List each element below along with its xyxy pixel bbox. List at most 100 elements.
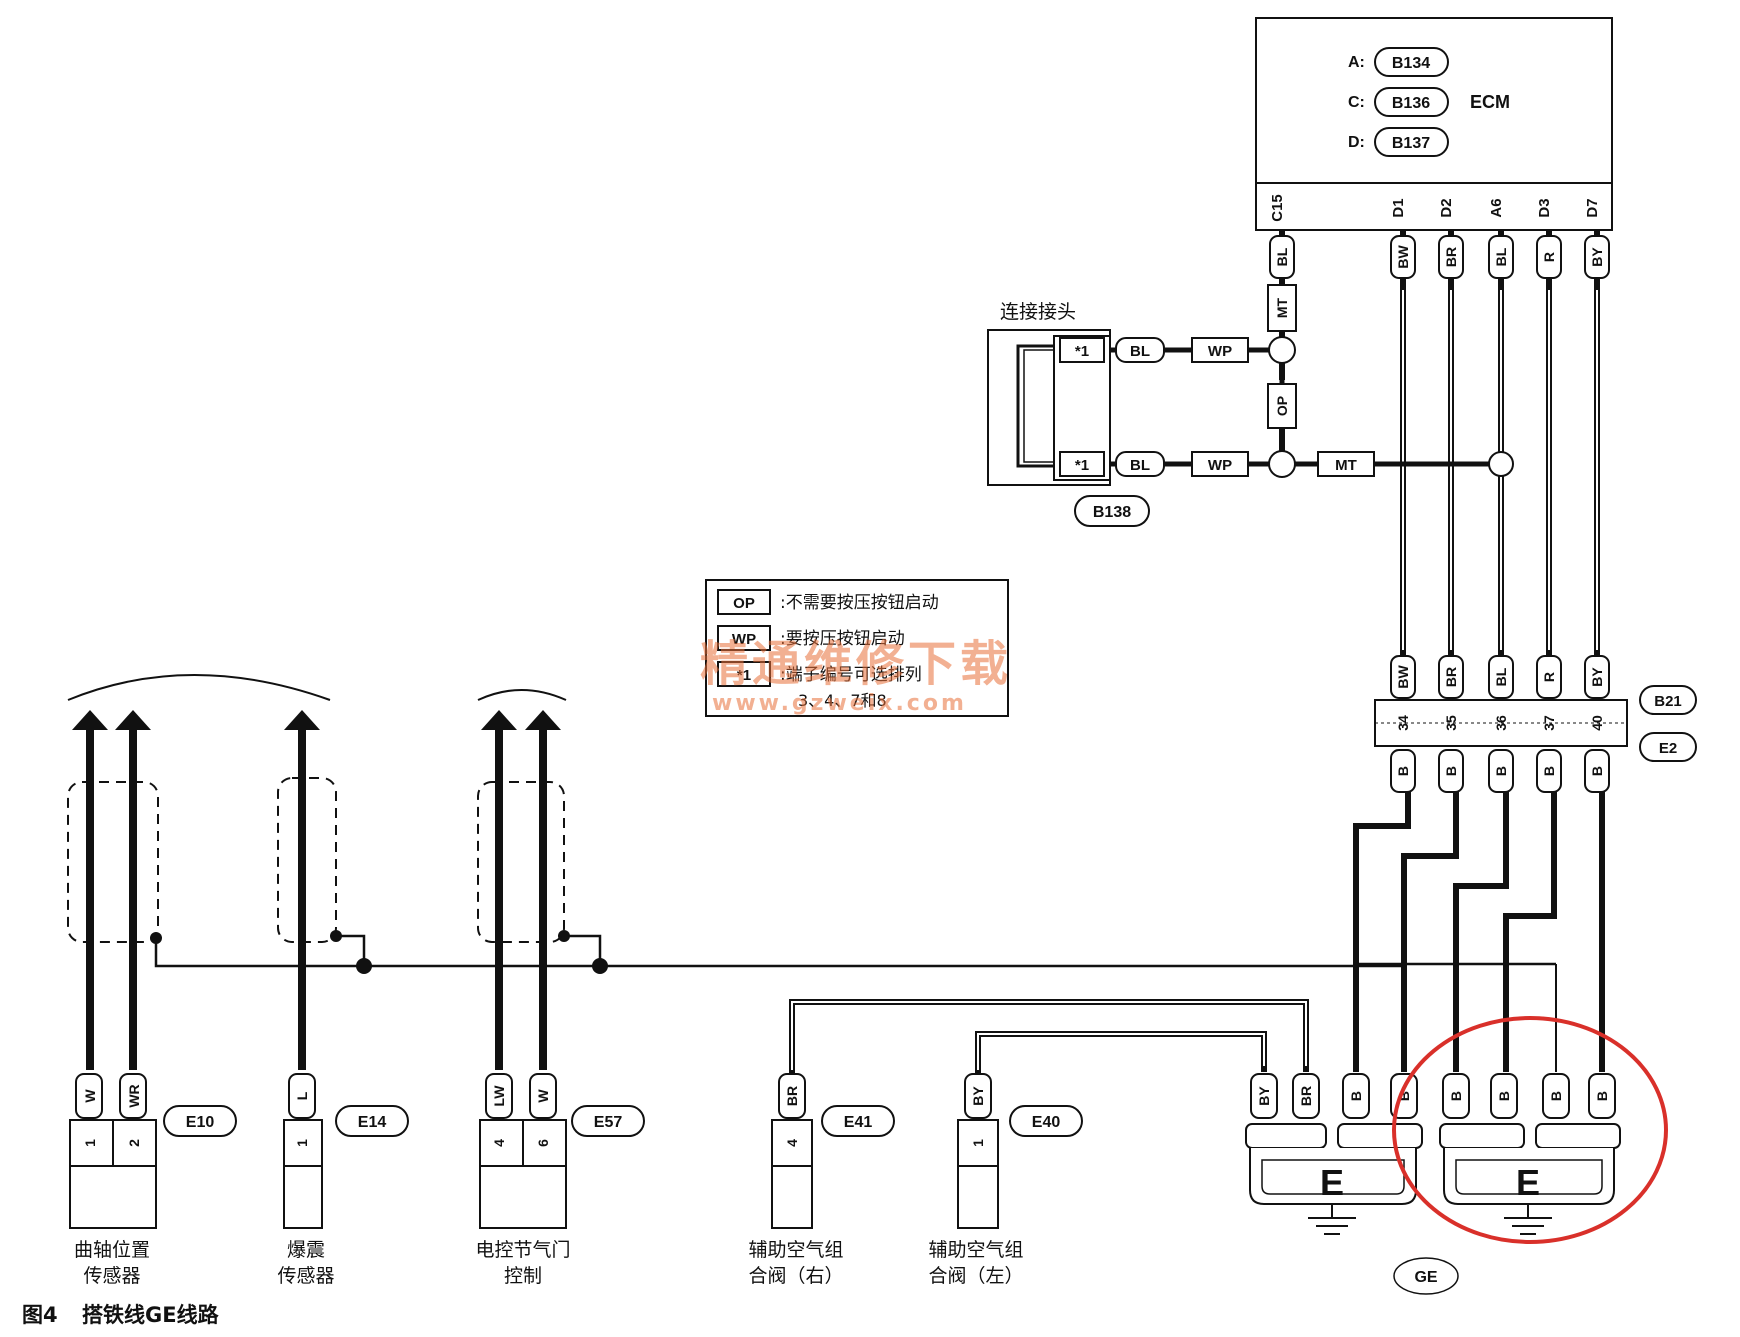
ecm-title: ECM xyxy=(1470,92,1510,112)
wire-badge: BY xyxy=(1584,235,1610,279)
pin-term: A6 xyxy=(1488,198,1505,217)
svg-text:B137: B137 xyxy=(1392,135,1430,152)
svg-text:辅助空气组: 辅助空气组 xyxy=(748,1239,843,1261)
highlight-circle xyxy=(1392,1016,1668,1244)
arrow-up-icon xyxy=(115,710,151,730)
svg-text:*1: *1 xyxy=(737,667,751,684)
svg-text:BL: BL xyxy=(1130,457,1150,474)
svg-text:B: B xyxy=(1594,1091,1610,1101)
svg-text:OP: OP xyxy=(1274,396,1290,416)
svg-text:爆震: 爆震 xyxy=(287,1239,325,1261)
svg-text:BR: BR xyxy=(784,1086,800,1106)
svg-text:WP: WP xyxy=(1208,343,1232,360)
svg-text:合阀（左）: 合阀（左） xyxy=(928,1265,1023,1287)
valve-e40: BY 1 E40 辅助空气组 合阀（左） xyxy=(928,1073,1083,1287)
svg-text:B: B xyxy=(1348,1091,1364,1101)
svg-text::要按压按钮启动: :要按压按钮启动 xyxy=(780,629,905,649)
watermark: 精通维修下载 www.gzweix.com xyxy=(700,636,1008,716)
svg-text:1: 1 xyxy=(82,1139,98,1147)
legend: OP :不需要按压按钮启动 WP :要按压按钮启动 *1 :端子编号可选排列 3… xyxy=(705,579,1009,717)
svg-text:W: W xyxy=(535,1089,551,1103)
figure-caption: 图4 搭铁线GE线路 xyxy=(22,1303,220,1327)
svg-text:4: 4 xyxy=(491,1139,507,1147)
svg-text:E10: E10 xyxy=(186,1114,215,1131)
svg-text:BW: BW xyxy=(1395,665,1411,689)
svg-text:B: B xyxy=(1448,1091,1464,1101)
svg-text:6: 6 xyxy=(535,1139,551,1147)
svg-text::端子编号可选排列: :端子编号可选排列 xyxy=(780,665,922,685)
junction-lower-badges: B B B B B xyxy=(1390,749,1610,793)
arrow-up-icon xyxy=(72,710,108,730)
svg-text:3、4、7和8: 3、4、7和8 xyxy=(798,691,887,710)
sensor-e10: W WR 1 2 E10 曲轴位置 传感器 xyxy=(69,1073,237,1287)
svg-text:B: B xyxy=(1548,1091,1564,1101)
joint-id: B138 xyxy=(1093,504,1131,521)
svg-text:B: B xyxy=(1541,766,1557,776)
wire-badge: BW xyxy=(1390,235,1416,279)
svg-text:L: L xyxy=(294,1091,310,1100)
svg-text::不需要按压按钮启动: :不需要按压按钮启动 xyxy=(780,593,939,613)
svg-text:MT: MT xyxy=(1335,457,1357,474)
ecm-connector-c: C: B136 xyxy=(1348,87,1449,117)
wire-badge: BR xyxy=(1438,235,1464,279)
ecm-connector-a: A: B134 xyxy=(1348,47,1449,77)
svg-text:BR: BR xyxy=(1443,247,1459,267)
svg-text:B: B xyxy=(1395,766,1411,776)
joint-connector: 连接接头 *1 *1 BL WP BL WP MT MT OP B138 xyxy=(987,284,1514,527)
svg-text:37: 37 xyxy=(1541,715,1557,731)
svg-text:40: 40 xyxy=(1589,715,1605,731)
svg-text:BL: BL xyxy=(1493,667,1509,686)
svg-text:BR: BR xyxy=(1298,1086,1314,1106)
svg-text:电控节气门: 电控节气门 xyxy=(475,1239,570,1261)
wire-badge: R xyxy=(1536,235,1562,279)
svg-text:BL: BL xyxy=(1274,247,1290,266)
svg-text:GE: GE xyxy=(1414,1269,1437,1286)
ground-wires-inner xyxy=(791,1001,1307,1070)
svg-text:OP: OP xyxy=(733,595,755,612)
svg-text:R: R xyxy=(1541,672,1557,682)
junction-bottom-id: E2 xyxy=(1659,740,1677,757)
arrow-up-icon xyxy=(525,710,561,730)
svg-text:C:: C: xyxy=(1348,94,1365,111)
up-arrows xyxy=(72,710,561,730)
svg-text:B: B xyxy=(1496,1091,1512,1101)
svg-text:2: 2 xyxy=(126,1139,142,1147)
svg-text:LW: LW xyxy=(491,1085,507,1107)
svg-text:E14: E14 xyxy=(358,1114,387,1131)
svg-text:1: 1 xyxy=(294,1139,310,1147)
svg-text:www.gzweix.com: www.gzweix.com xyxy=(712,691,967,716)
junction-top-id: B21 xyxy=(1654,693,1682,710)
svg-text:A:: A: xyxy=(1348,54,1365,71)
svg-text:传感器: 传感器 xyxy=(277,1265,334,1287)
svg-text:B: B xyxy=(1443,766,1459,776)
shield-bus xyxy=(154,934,1556,968)
svg-text:B136: B136 xyxy=(1392,95,1430,112)
svg-text:传感器: 传感器 xyxy=(83,1265,140,1287)
wire-badge: BL xyxy=(1488,235,1514,279)
svg-text:辅助空气组: 辅助空气组 xyxy=(928,1239,1023,1261)
svg-text:*1: *1 xyxy=(1075,343,1089,360)
arcs xyxy=(67,674,567,701)
svg-text:WP: WP xyxy=(1208,457,1232,474)
shields xyxy=(67,777,565,943)
svg-text:36: 36 xyxy=(1493,715,1509,731)
svg-text:E: E xyxy=(1320,1162,1344,1203)
pin-term: D2 xyxy=(1438,198,1455,217)
svg-text:BY: BY xyxy=(970,1086,986,1106)
svg-text:34: 34 xyxy=(1395,715,1411,731)
svg-text:BY: BY xyxy=(1589,247,1605,267)
svg-text:R: R xyxy=(1541,252,1557,262)
svg-text:E57: E57 xyxy=(594,1114,623,1131)
svg-text:4: 4 xyxy=(784,1139,800,1147)
pin-term: D7 xyxy=(1584,198,1601,217)
svg-text:控制: 控制 xyxy=(504,1265,542,1287)
svg-text:BR: BR xyxy=(1443,667,1459,687)
junction-block: B21 E2 BW BR BL R BY 34 35 36 37 40 B xyxy=(1374,655,1697,793)
svg-text:WR: WR xyxy=(126,1084,142,1107)
ground-right: B B B B E xyxy=(1439,1073,1621,1235)
svg-text:BL: BL xyxy=(1130,343,1150,360)
svg-text:*1: *1 xyxy=(1075,457,1089,474)
svg-text:合阀（右）: 合阀（右） xyxy=(748,1265,843,1287)
ground-left: BY BR B B E xyxy=(1245,1073,1423,1235)
